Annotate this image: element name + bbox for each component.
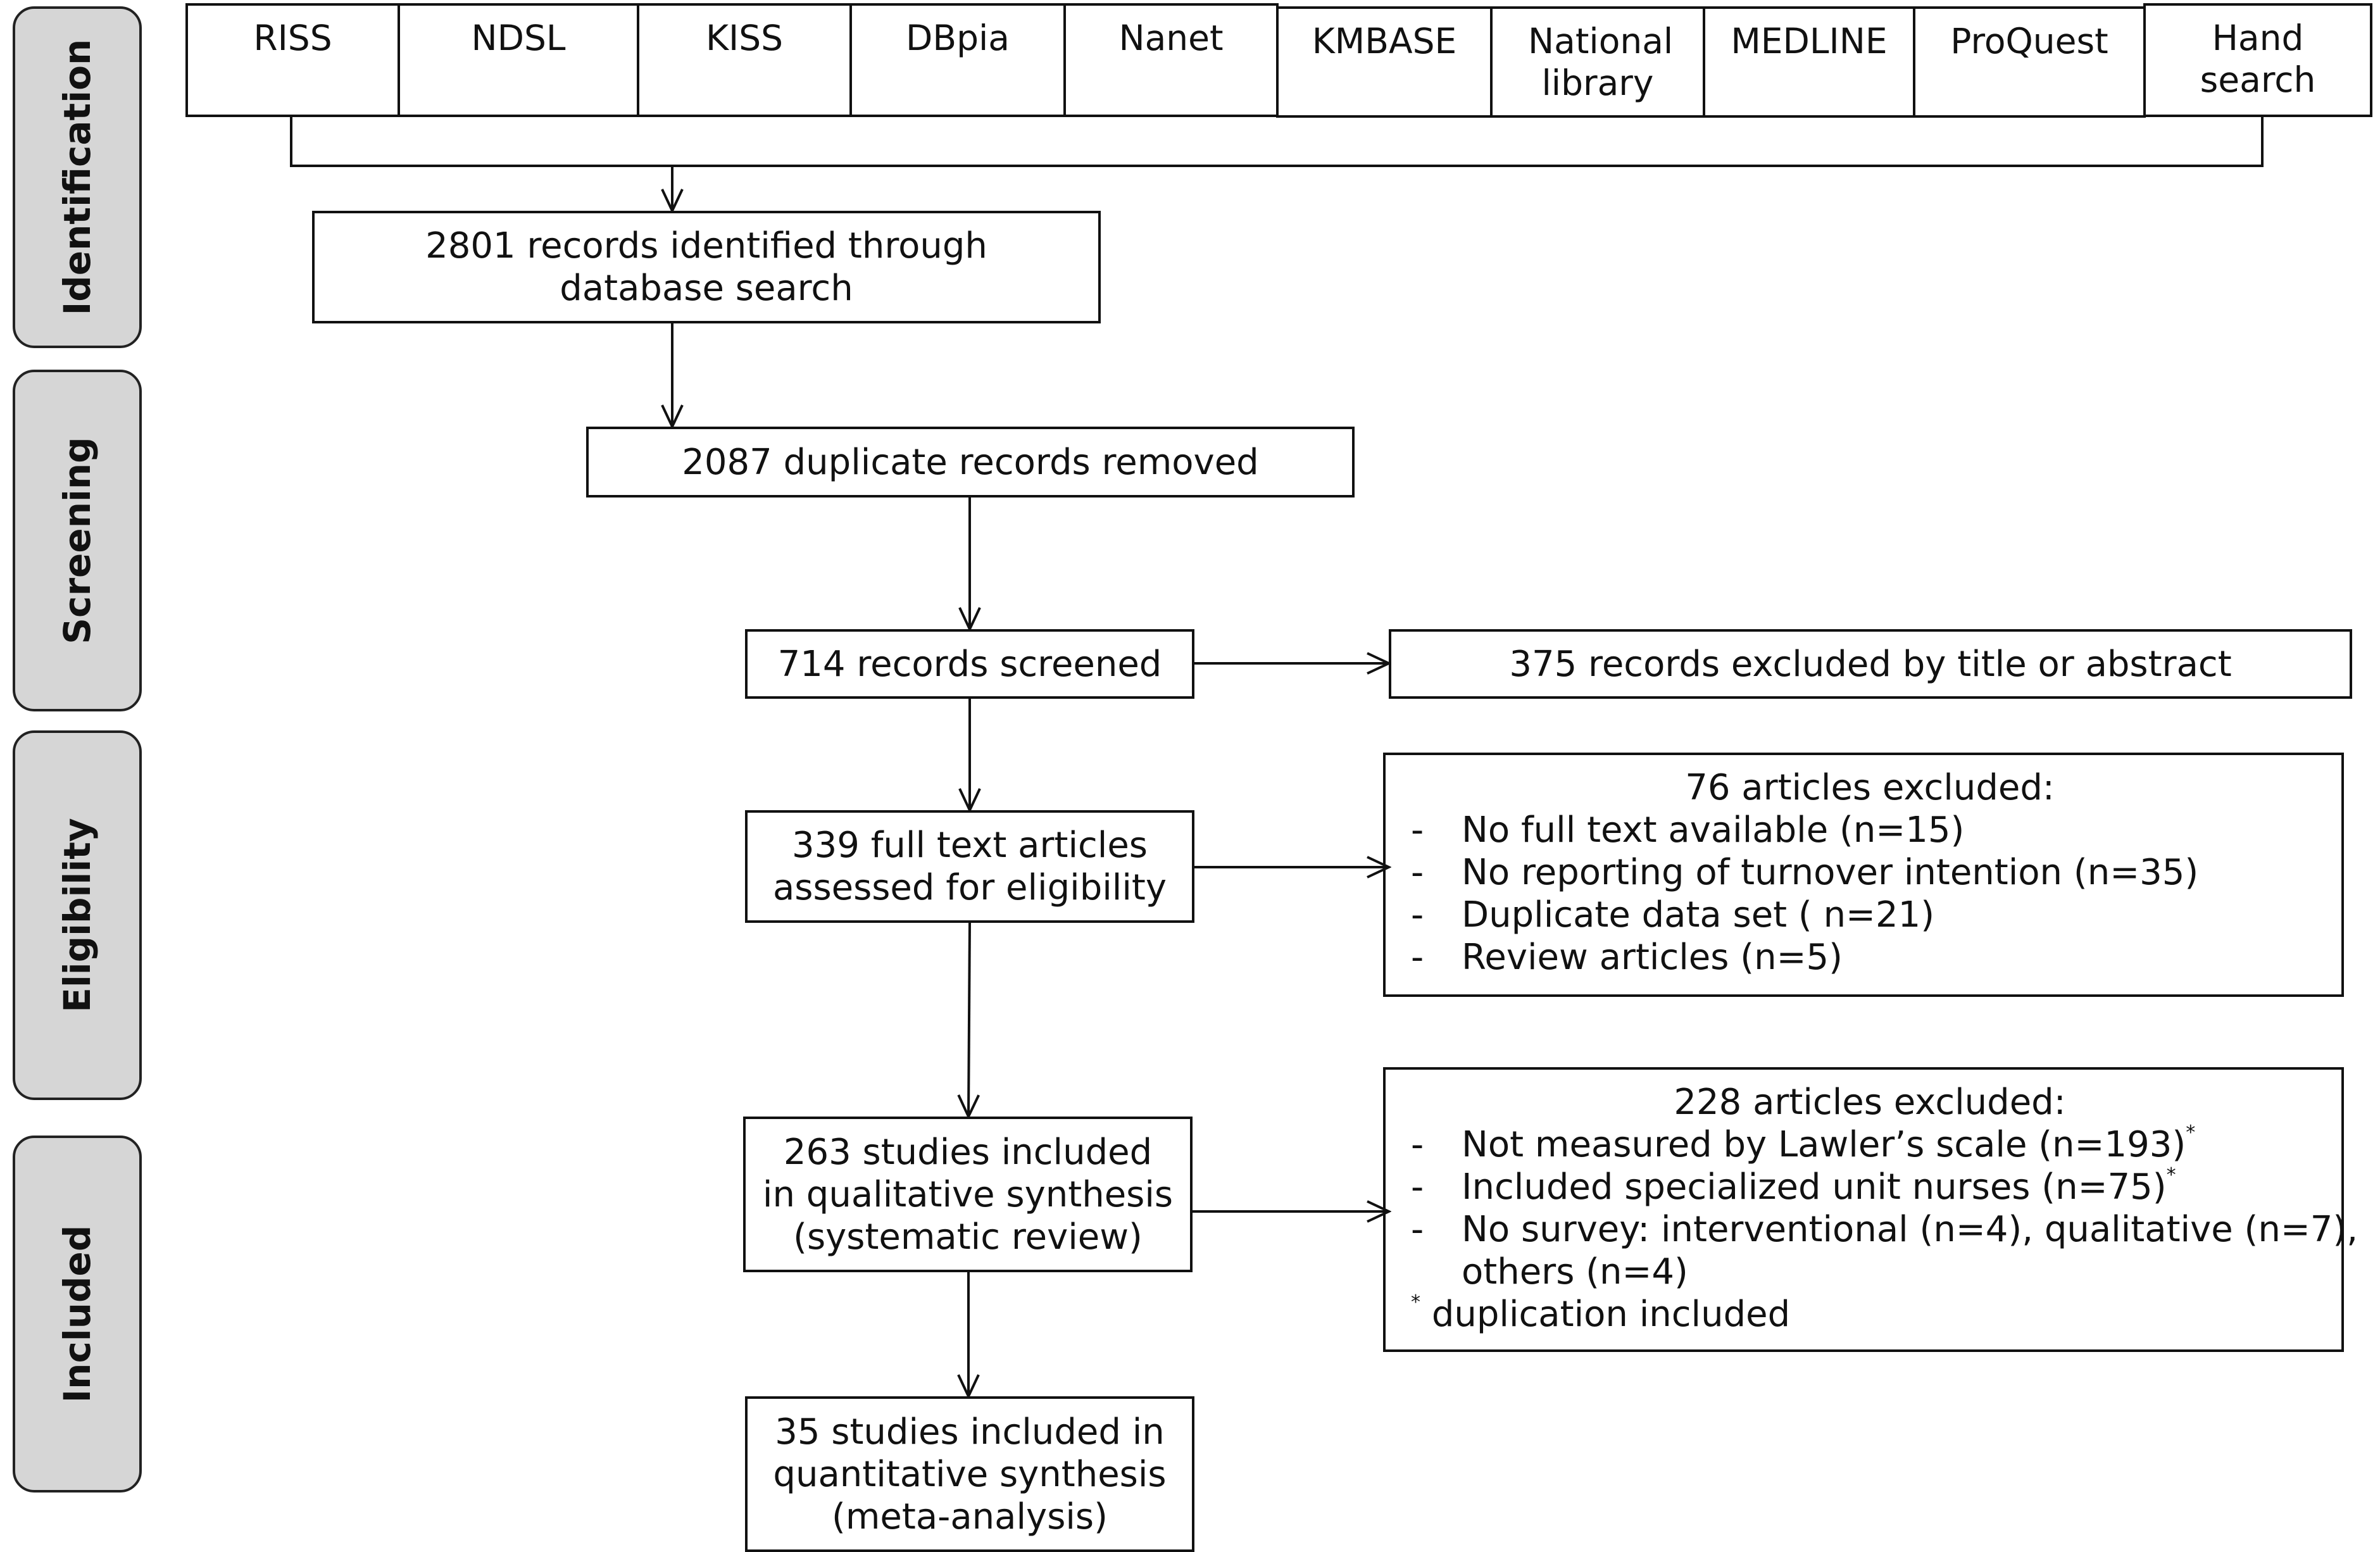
exclusion-reason-text: Duplicate data set ( n=21): [1462, 894, 1935, 936]
phase-screening: Screening: [13, 370, 142, 711]
box-line: (systematic review): [793, 1216, 1143, 1258]
exclusion-reason-text: No survey: interventional (n=4), qualita…: [1462, 1209, 2358, 1250]
database-label: RISS: [253, 18, 332, 58]
duplication-marker: *: [2166, 1164, 2176, 1186]
excluded-title: 228 articles excluded:: [1674, 1082, 2066, 1123]
footnote-marker: *: [1411, 1291, 1420, 1313]
box-line: 2801 records identified through: [425, 225, 987, 266]
exclusion-list: No full text available (n=15) No reporti…: [1411, 809, 2329, 979]
database-label: ProQuest: [1950, 21, 2108, 61]
records-screened-box: 714 records screened: [745, 629, 1194, 699]
database-label: NDSL: [471, 18, 566, 58]
box-line: 714 records screened: [777, 643, 1162, 685]
qualitative-synthesis-box: 263 studies included in qualitative synt…: [743, 1117, 1193, 1272]
phase-identification: Identification: [13, 6, 142, 348]
box-line: database search: [560, 268, 853, 309]
database-box-nanet: Nanet: [1063, 3, 1279, 117]
database-box-dbpia: DBpia: [849, 3, 1066, 117]
database-box-riss: RISS: [185, 3, 400, 117]
exclusion-reason-text: Not measured by Lawler’s scale (n=193)*: [1462, 1123, 2329, 1166]
database-box-kmbase: KMBASE: [1276, 6, 1493, 118]
database-box-ndsl: NDSL: [398, 3, 639, 117]
database-label: DBpia: [906, 18, 1010, 58]
exclusion-reason: Not measured by Lawler’s scale (n=193)*: [1411, 1123, 2329, 1167]
duplicates-removed-box: 2087 duplicate records removed: [586, 427, 1355, 498]
box-line: assessed for eligibility: [772, 867, 1167, 908]
database-box-medline: MEDLINE: [1703, 6, 1915, 118]
database-merge-line: [290, 117, 2264, 167]
footnote: * duplication included: [1411, 1293, 2329, 1336]
exclusion-reason-text: Included specialized unit nurses (n=75)*: [1462, 1166, 2329, 1208]
box-line: 2087 duplicate records removed: [682, 441, 1259, 483]
phase-eligibility: Eligibility: [13, 730, 142, 1100]
exclusion-list: Not measured by Lawler’s scale (n=193)* …: [1411, 1123, 2358, 1293]
title-abstract-excluded-box: 375 records excluded by title or abstrac…: [1389, 629, 2352, 699]
database-label: KISS: [705, 18, 784, 58]
exclusion-reason-text: Review articles (n=5): [1462, 937, 1843, 978]
exclusion-reason-continuation: others (n=4): [1462, 1251, 1688, 1292]
quantitative-synthesis-box: 35 studies included in quantitative synt…: [745, 1396, 1194, 1552]
exclusion-reason: Duplicate data set ( n=21): [1411, 894, 2329, 936]
full-text-assessed-box: 339 full text articles assessed for elig…: [745, 810, 1194, 923]
box-line: (meta-analysis): [832, 1496, 1108, 1537]
exclusion-reason-label: Included specialized unit nurses (n=75): [1462, 1167, 2167, 1208]
exclusion-reason: No survey: interventional (n=4), qualita…: [1411, 1208, 2358, 1293]
exclusion-reason-text: No full text available (n=15): [1462, 810, 1965, 851]
database-label: KMBASE: [1312, 21, 1457, 61]
box-line: 35 studies included in: [775, 1411, 1165, 1453]
database-label: National library: [1528, 21, 1674, 103]
database-box-hand-search: Hand search: [2143, 3, 2372, 117]
duplication-marker: *: [2186, 1122, 2196, 1144]
excluded-title: 76 articles excluded:: [1685, 767, 2055, 808]
box-line: 263 studies included: [783, 1131, 1153, 1173]
exclusion-reason: Review articles (n=5): [1411, 936, 2329, 979]
database-label: Hand search: [2200, 18, 2316, 100]
exclusion-reason: No full text available (n=15): [1411, 809, 2329, 851]
database-label: MEDLINE: [1731, 21, 1888, 61]
box-line: quantitative synthesis: [773, 1453, 1167, 1495]
records-identified-box: 2801 records identified through database…: [312, 211, 1101, 323]
exclusion-reason-text: No reporting of turnover intention (n=35…: [1462, 852, 2199, 893]
database-box-kiss: KISS: [637, 3, 852, 117]
qualitative-excluded-box: 228 articles excluded: Not measured by L…: [1383, 1067, 2358, 1352]
footnote-text: duplication included: [1431, 1294, 1791, 1335]
arrow-to-qualitative: [968, 922, 970, 1117]
exclusion-reason-label: Not measured by Lawler’s scale (n=193): [1462, 1124, 2186, 1165]
box-line: 339 full text articles: [792, 825, 1148, 866]
box-line: 375 records excluded by title or abstrac…: [1509, 643, 2232, 685]
exclusion-reason: Included specialized unit nurses (n=75)*: [1411, 1166, 2329, 1209]
database-box-proquest: ProQuest: [1913, 6, 2146, 118]
box-line: in qualitative synthesis: [762, 1173, 1174, 1215]
database-box-national-library: National library: [1490, 6, 1705, 118]
database-label: Nanet: [1118, 18, 1224, 58]
exclusion-reason: No reporting of turnover intention (n=35…: [1411, 851, 2329, 894]
phase-included: Included: [13, 1136, 142, 1493]
